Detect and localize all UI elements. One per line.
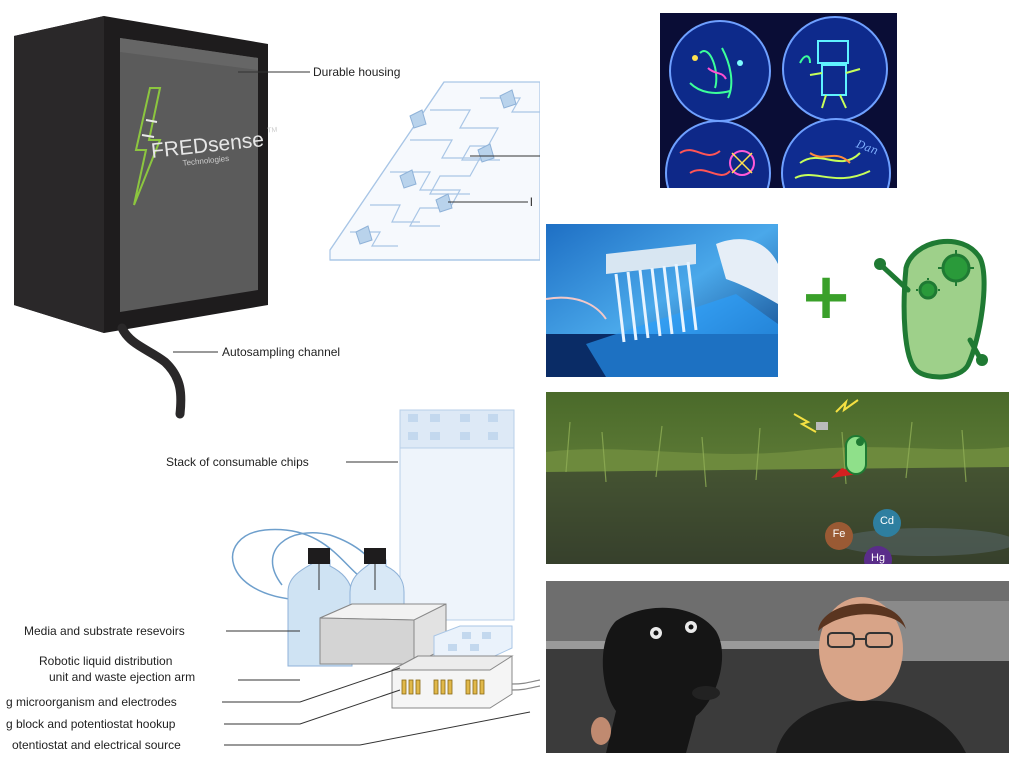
- pipette-photo: [546, 224, 778, 377]
- label-durable-housing: Durable housing: [313, 65, 401, 79]
- presenter-face: [819, 597, 903, 701]
- label-microorganism: g microorganism and electrodes: [6, 695, 177, 709]
- ion-hg-label: Hg: [870, 552, 886, 564]
- label-robotic-line1: Robotic liquid distribution: [39, 654, 173, 668]
- ion-fe-label: Fe: [832, 528, 846, 540]
- marsh-photo: Fe Cd Hg: [546, 392, 1009, 564]
- sheep-puppet: [602, 607, 723, 753]
- presenter-photo: [546, 581, 1009, 753]
- robotic-distribution-unit: [319, 603, 447, 665]
- label-autosampling-channel: Autosampling channel: [222, 345, 341, 359]
- device-diagram: FREDsense TM Technologies Durable housin…: [6, 16, 540, 752]
- ion-cd-label: Cd: [879, 515, 895, 527]
- active-chip: [433, 625, 513, 661]
- ion-hg-icon: [864, 546, 892, 564]
- petri-dishes-drawing: [660, 13, 897, 188]
- label-potentiostat-block: g block and potentiostat hookup: [6, 717, 176, 731]
- ion-fe-icon: [825, 522, 853, 550]
- label-stack-chips: Stack of consumable chips: [166, 455, 309, 469]
- ion-cd-icon: [873, 509, 901, 537]
- housing-screen: [120, 38, 258, 312]
- pipette-drawing: [546, 224, 778, 377]
- device-diagram-drawing: [14, 16, 540, 746]
- plus-sign: +: [799, 260, 853, 334]
- bacterium-icon: [874, 238, 988, 380]
- label-robotic-line2: unit and waste ejection arm: [49, 670, 196, 684]
- marsh-drawing: [546, 392, 1009, 564]
- microfluidic-chip: [329, 81, 540, 261]
- logo-bolt-icon: [133, 87, 162, 206]
- petri-dish-photo: Dan: [660, 13, 897, 188]
- label-chip-fragment: l: [530, 195, 533, 209]
- presenter-drawing: [546, 581, 1009, 753]
- autosampling-cable: [117, 323, 186, 419]
- bacterium-cartoon: [868, 230, 988, 380]
- hero-device-icon: [816, 422, 828, 430]
- chip-stack: [399, 409, 515, 621]
- presenter-body: [776, 700, 966, 753]
- label-electrical-source: otentiostat and electrical source: [12, 738, 181, 752]
- label-media-reservoirs: Media and substrate resevoirs: [24, 624, 185, 638]
- potentiostat-block: [391, 655, 540, 709]
- logo-tm: TM: [267, 126, 278, 135]
